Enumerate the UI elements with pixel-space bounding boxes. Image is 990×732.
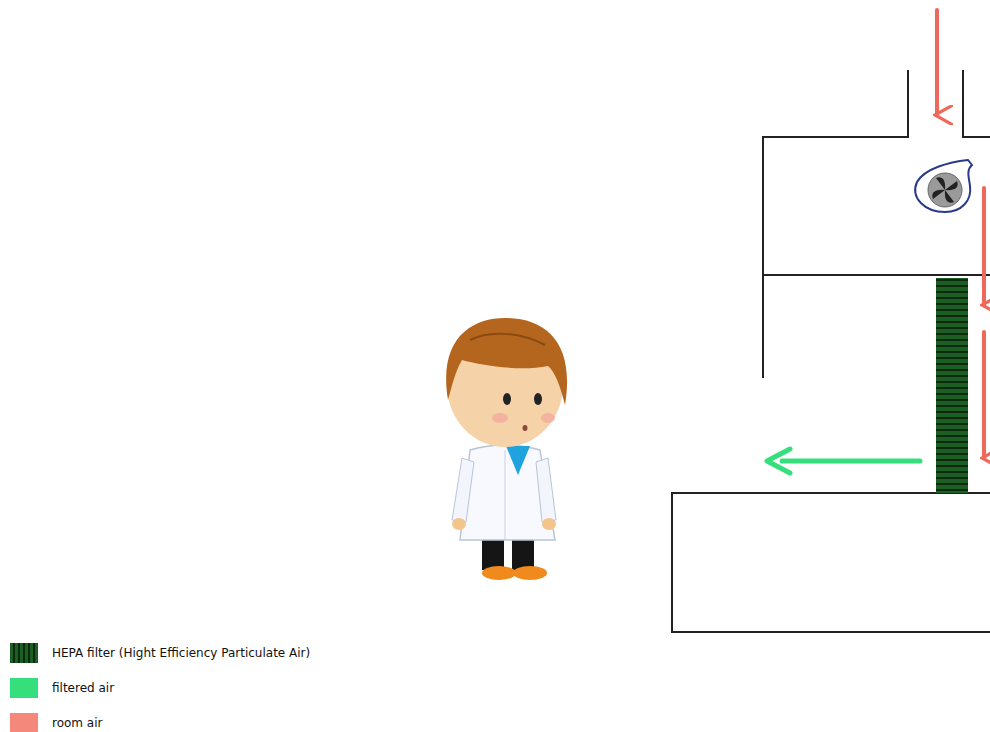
hood-outline [672,70,990,632]
legend-label: HEPA filter (Hight Efficiency Particulat… [52,646,310,660]
hepa-filter [936,278,968,493]
scientist-figure [446,318,567,580]
room-air-arrows [937,10,984,458]
legend-swatch [10,678,38,698]
legend-label: room air [52,716,102,730]
legend-swatch [10,713,38,732]
legend: HEPA filter (Hight Efficiency Particulat… [10,640,310,732]
legend-entry: room air [10,710,310,732]
legend-label: filtered air [52,681,114,695]
legend-swatch [10,643,38,663]
filtered-air-arrow [767,449,920,473]
legend-entry: HEPA filter (Hight Efficiency Particulat… [10,640,310,666]
hepa-swatch [10,643,38,663]
legend-entry: filtered air [10,675,310,701]
fan [915,160,972,212]
